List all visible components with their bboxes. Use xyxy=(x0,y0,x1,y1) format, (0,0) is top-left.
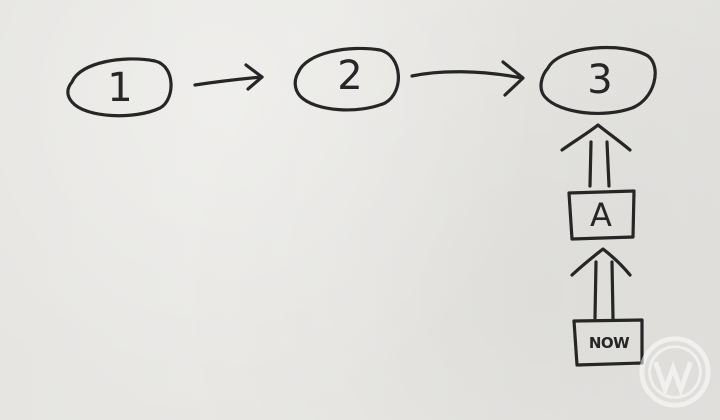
node-1-label: 1 xyxy=(107,65,132,111)
edge-2-to-3 xyxy=(410,60,525,97)
node-2-label: 2 xyxy=(337,53,362,99)
node-3: 3 xyxy=(539,46,657,115)
node-2-outline xyxy=(293,46,400,112)
node-1-outline xyxy=(66,57,173,118)
node-3-label: 3 xyxy=(587,57,612,103)
box-now: NOW xyxy=(572,318,644,367)
edge-a-to-3 xyxy=(560,123,632,188)
box-a-label: A xyxy=(590,196,612,234)
node-3-outline xyxy=(539,46,657,115)
edge-now-to-a xyxy=(570,247,632,320)
node-1: 1 xyxy=(66,57,173,118)
edge-1-to-2 xyxy=(193,63,264,91)
box-a: A xyxy=(567,189,636,241)
node-2: 2 xyxy=(293,46,400,112)
box-a-outline xyxy=(567,189,636,241)
wordpress-logo-icon xyxy=(639,336,711,408)
box-now-label: NOW xyxy=(589,334,630,352)
